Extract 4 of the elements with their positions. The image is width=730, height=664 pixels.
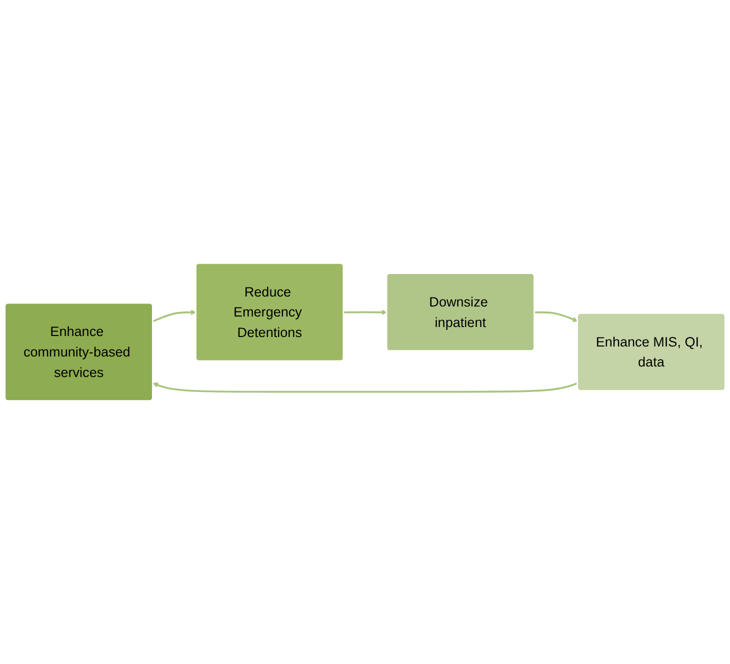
arrow [534, 311, 578, 322]
arrow [152, 310, 196, 322]
arrow [152, 382, 578, 393]
arrow [344, 310, 388, 316]
